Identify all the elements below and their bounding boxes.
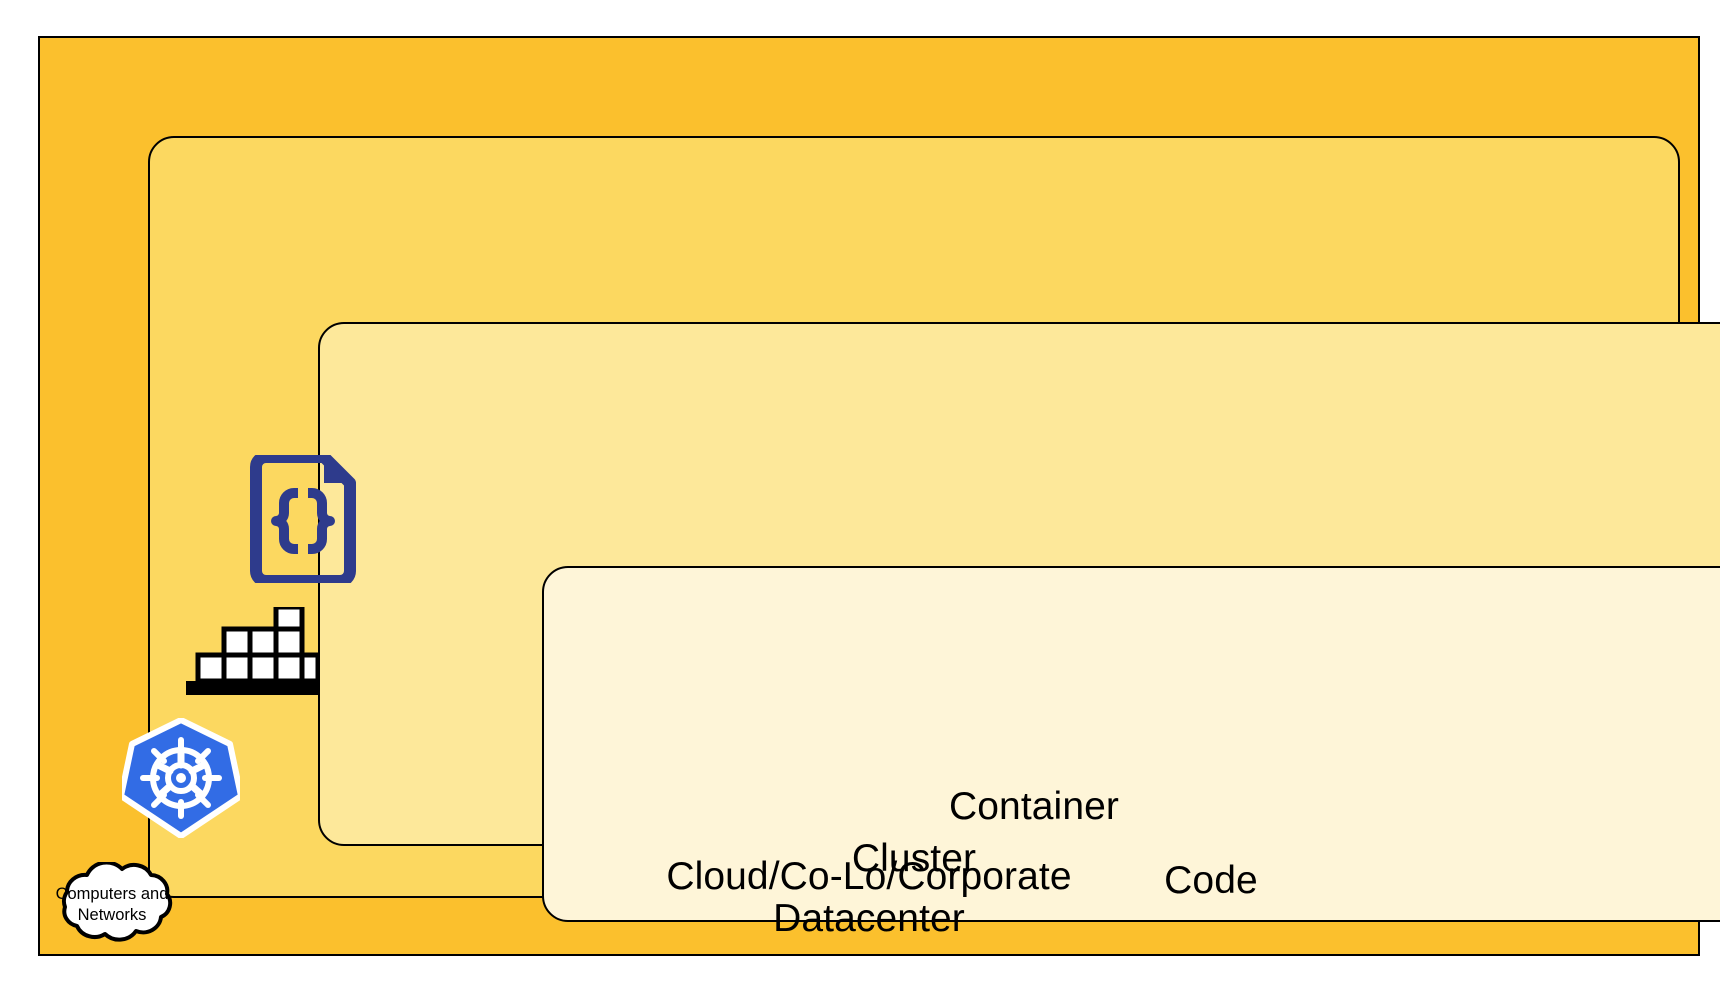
layer-cluster-label: Cluster: [851, 836, 977, 880]
layer-datacenter[interactable]: Code Container Cluster Cloud/Co-Lo/Corpo…: [38, 36, 1720, 956]
computers-and-networks-cloud[interactable]: Computers and Networks: [36, 862, 188, 952]
layer-container[interactable]: Code Container: [318, 322, 1720, 922]
container-boxes-icon: [186, 604, 321, 697]
layer-container-label: Container: [948, 784, 1119, 828]
layer-datacenter-label: Cloud/Co-Lo/Corporate Datacenter: [666, 854, 1072, 940]
layer-code[interactable]: Code: [542, 566, 1720, 922]
layer-code-label: Code: [1164, 858, 1258, 902]
code-document-icon: [246, 451, 358, 587]
kubernetes-helm-icon: [118, 717, 244, 839]
layer-cluster[interactable]: Code Container Cluster: [148, 136, 1720, 922]
